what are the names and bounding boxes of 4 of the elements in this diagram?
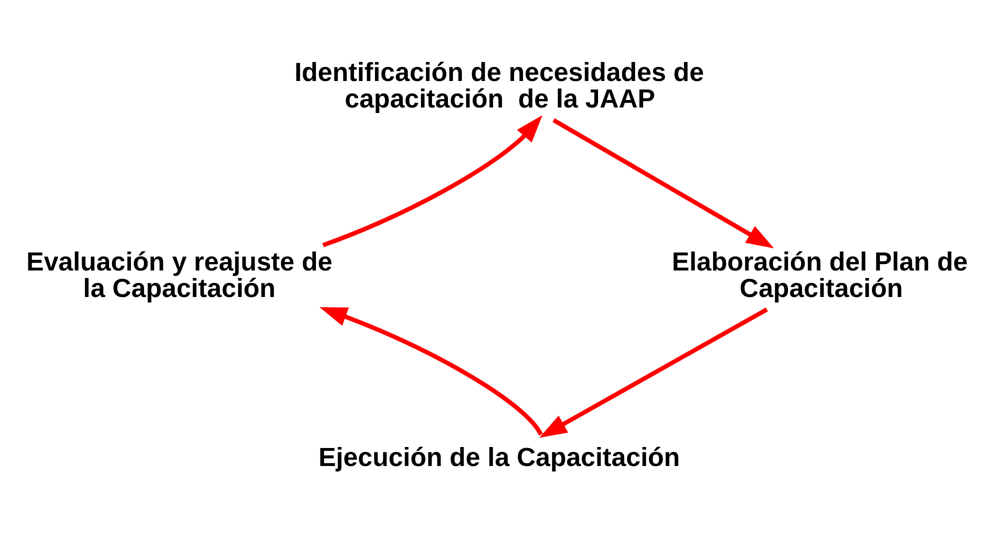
node-text: Ejecución de la Capacitación — [318, 441, 680, 472]
node-text: Elaboración del Plan de Capacitación — [672, 246, 968, 302]
node-text: Identificación de necesidades de capacitación de la JAAP — [294, 56, 704, 113]
node-text: Evaluación y reajuste de la Capacitación — [26, 246, 332, 302]
